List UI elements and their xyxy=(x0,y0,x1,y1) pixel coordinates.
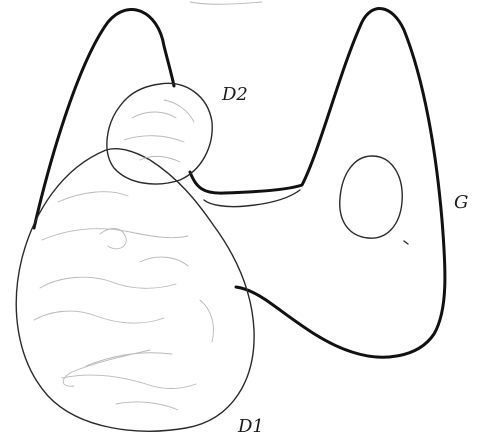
top-edge-scribble xyxy=(190,2,262,4)
shape-g-hole xyxy=(340,156,402,238)
shape-d1-texture xyxy=(34,192,214,410)
label-d2: D2 xyxy=(221,84,248,105)
small-dot-mark xyxy=(404,241,408,244)
label-g: G xyxy=(454,192,468,213)
shape-g-outline xyxy=(190,9,445,358)
left-lobe-outline xyxy=(34,10,174,228)
shape-d2-outline xyxy=(107,83,212,184)
shape-d1-outline xyxy=(16,149,254,431)
label-d1: D1 xyxy=(237,416,264,437)
